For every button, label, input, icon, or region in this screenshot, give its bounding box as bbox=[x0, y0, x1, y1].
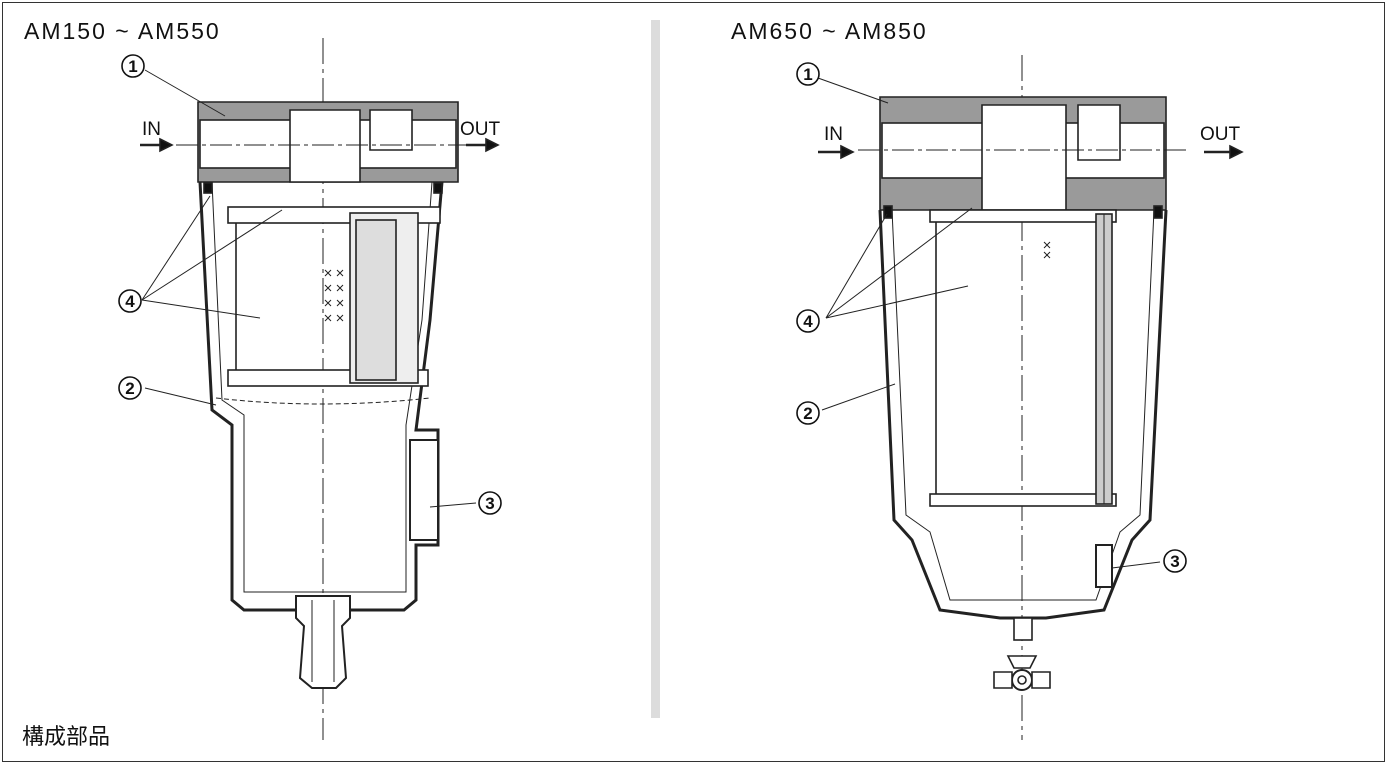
right-inlet-label: IN bbox=[824, 124, 843, 145]
panel-divider bbox=[651, 20, 660, 718]
left-filter-diagram: 1 4 2 3 IN OUT bbox=[118, 38, 502, 740]
left-model-title: AM150 ~ AM550 bbox=[24, 18, 221, 44]
right-callout-4: 4 bbox=[803, 312, 813, 331]
right-model-title: AM650 ~ AM850 bbox=[731, 18, 928, 44]
left-callout-3: 3 bbox=[485, 494, 494, 513]
left-callout-markers bbox=[118, 54, 502, 515]
left-callout-4: 4 bbox=[125, 292, 135, 311]
left-callout-1: 1 bbox=[128, 57, 137, 76]
left-outlet-label: OUT bbox=[460, 119, 501, 140]
right-filter-diagram: 1 4 2 3 IN OUT bbox=[796, 55, 1244, 740]
right-outlet-label: OUT bbox=[1200, 124, 1241, 145]
section-title: 構成部品 bbox=[22, 725, 111, 750]
right-callout-1: 1 bbox=[803, 65, 812, 84]
right-callout-2: 2 bbox=[803, 404, 812, 423]
right-callout-markers bbox=[796, 62, 1187, 573]
right-callout-3: 3 bbox=[1170, 552, 1179, 571]
left-callout-2: 2 bbox=[125, 379, 134, 398]
left-inlet-label: IN bbox=[142, 119, 161, 140]
